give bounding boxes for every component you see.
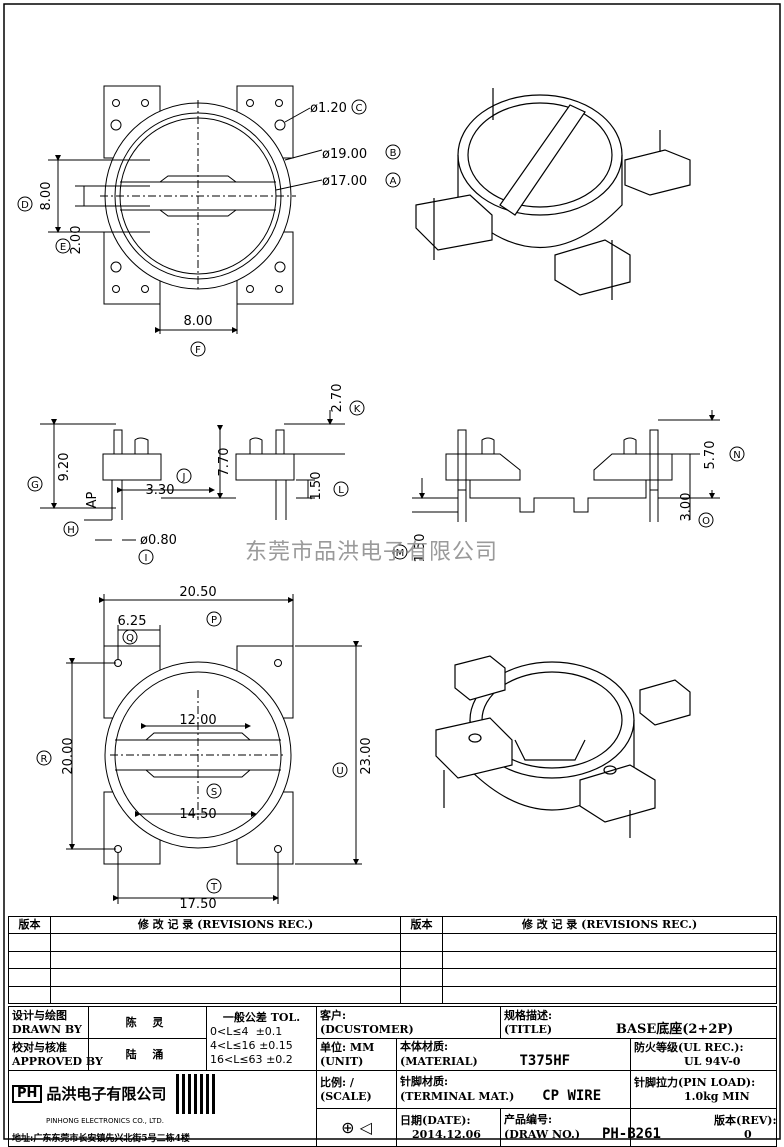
svg-text:U: U bbox=[336, 766, 343, 777]
company-logo: PH bbox=[12, 1085, 43, 1103]
svg-text:E: E bbox=[60, 242, 66, 253]
svg-text:M: M bbox=[396, 548, 405, 559]
dim-standoff: 1.50 bbox=[309, 472, 324, 501]
terminal-value: CP WIRE bbox=[542, 1088, 602, 1104]
drawno-field: 产品编号:(DRAW NO.) PH-B261 bbox=[500, 1108, 661, 1147]
projection-symbol-icon: ⊕ ◁ bbox=[316, 1108, 397, 1147]
dim-total-height: 9.20 bbox=[57, 453, 72, 482]
dim-front-pin: 3.00 bbox=[679, 493, 694, 522]
material-field: 本体材质:(MATERIAL) T375HF bbox=[396, 1038, 631, 1071]
dim-total-width: 20.50 bbox=[179, 585, 216, 600]
dim-total-length: 23.00 bbox=[359, 737, 374, 774]
company-name: 品洪电子有限公司 bbox=[46, 1085, 167, 1103]
revision-table: 版本 修 改 记 录 (REVISIONS REC.) 版本 修 改 记 录 (… bbox=[8, 915, 777, 1005]
dim-pin-hole: ø1.20 bbox=[310, 101, 347, 116]
date-field: 日期(DATE):2014.12.06 bbox=[396, 1108, 501, 1147]
svg-text:K: K bbox=[354, 404, 361, 415]
dim-bar: 2.00 bbox=[69, 226, 84, 255]
dim-pin-pitch-x: 17.50 bbox=[179, 897, 216, 912]
svg-text:P: P bbox=[211, 615, 217, 626]
fire-field: 防火等级(UL REC.):UL 94V-0 bbox=[629, 1038, 778, 1071]
svg-text:B: B bbox=[390, 148, 397, 159]
customer-field: 客户:(DCUSTOMER) bbox=[316, 1006, 501, 1039]
terminal-field: 针脚材质:(TERMINAL MAT.) CP WIRE bbox=[396, 1070, 631, 1109]
bottom-view bbox=[66, 594, 362, 904]
rev-ver-header-2: 版本 bbox=[400, 915, 443, 935]
designer-name: 陈 灵 bbox=[88, 1006, 207, 1039]
svg-text:R: R bbox=[41, 754, 48, 765]
title-block: 版本 修 改 记 录 (REVISIONS REC.) 版本 修 改 记 录 (… bbox=[8, 915, 778, 1147]
dim-top-height: 2.70 bbox=[330, 384, 345, 413]
rev-rec-header: 修 改 记 录 (REVISIONS REC.) bbox=[50, 915, 401, 935]
svg-text:I: I bbox=[145, 553, 148, 564]
title-field: 规格描述:(TITLE) BASE底座(2+2P) bbox=[499, 1006, 778, 1039]
bottom-view-labels: 20.50 6.25 12.00 20.00 23.00 14.50 17.50… bbox=[36, 585, 374, 912]
svg-text:T: T bbox=[210, 882, 218, 893]
dim-inner-dia: ø17.00 bbox=[322, 174, 367, 189]
watermark: 东莞市品洪电子有限公司 bbox=[245, 540, 499, 565]
scale-field: 比例: /(SCALE) bbox=[316, 1070, 397, 1109]
dim-outer-dia: ø19.00 bbox=[322, 147, 367, 162]
checker-name: 陆 涌 bbox=[88, 1038, 207, 1071]
dim-pin-pitch-y: 20.00 bbox=[61, 737, 76, 774]
svg-text:Q: Q bbox=[126, 633, 134, 644]
tolerance-block: 一般公差 TOL. 0<L≤4 ±0.1 4<L≤16 ±0.15 16<L≤6… bbox=[206, 1006, 317, 1071]
svg-text:D: D bbox=[21, 200, 29, 211]
dim-body-height: 7.70 bbox=[217, 448, 232, 477]
dim-ap: AP bbox=[85, 491, 100, 508]
unit-field: 单位: MM(UNIT) bbox=[316, 1038, 397, 1071]
dim-front-height: 5.70 bbox=[703, 441, 718, 470]
pinload-field: 针脚拉力(PIN LOAD):1.0kg MIN bbox=[629, 1070, 778, 1109]
rev-field: 版本(REV):0 bbox=[629, 1108, 778, 1147]
isometric-bottom bbox=[435, 655, 691, 838]
svg-text:N: N bbox=[733, 450, 740, 461]
side-view-labels: 2.70 9.20 7.70 3.30 1.50 AP ø0.80 K G J … bbox=[27, 384, 365, 565]
dim-slot-width: 8.00 bbox=[39, 182, 54, 211]
material-value: T375HF bbox=[519, 1053, 571, 1069]
svg-text:F: F bbox=[195, 345, 201, 356]
svg-text:G: G bbox=[31, 480, 39, 491]
svg-text:H: H bbox=[67, 525, 75, 536]
top-view-labels: ø1.20 ø19.00 ø17.00 8.00 2.00 8.00 C B A… bbox=[17, 99, 401, 357]
svg-text:L: L bbox=[338, 485, 344, 496]
svg-text:J: J bbox=[182, 472, 186, 483]
svg-text:C: C bbox=[356, 103, 363, 114]
side-view bbox=[40, 410, 345, 541]
dim-pin-dia: ø0.80 bbox=[140, 533, 177, 548]
dim-front-step: 1.50 bbox=[413, 534, 428, 563]
company-name-en: PINHONG ELECTRONICS CO., LTD. bbox=[46, 1117, 164, 1125]
dim-pin-offset: 3.30 bbox=[146, 483, 175, 498]
company-block: PH 品洪电子有限公司 PINHONG ELECTRONICS CO., LTD… bbox=[8, 1070, 317, 1147]
rev-ver-header: 版本 bbox=[8, 915, 51, 935]
dim-tab-width: 6.25 bbox=[118, 614, 147, 629]
front-view bbox=[412, 410, 720, 522]
isometric-top bbox=[415, 88, 691, 300]
title-value: BASE底座(2+2P) bbox=[615, 1021, 734, 1037]
rev-rec-header-2: 修 改 记 录 (REVISIONS REC.) bbox=[442, 915, 777, 935]
dim-bar-length: 12.00 bbox=[179, 713, 216, 728]
qr-code-icon bbox=[176, 1074, 217, 1114]
dim-tab-gap: 8.00 bbox=[184, 314, 213, 329]
company-address: 地址:广东东莞市长安镇先兴北街5号二栋4楼 bbox=[12, 1134, 190, 1144]
front-view-labels: 5.70 3.00 1.50 N O M bbox=[392, 441, 745, 563]
svg-text:A: A bbox=[390, 176, 397, 187]
top-view bbox=[48, 85, 323, 334]
dim-slot-span: 14.50 bbox=[179, 807, 216, 822]
svg-text:S: S bbox=[211, 787, 217, 798]
svg-text:O: O bbox=[702, 516, 710, 527]
